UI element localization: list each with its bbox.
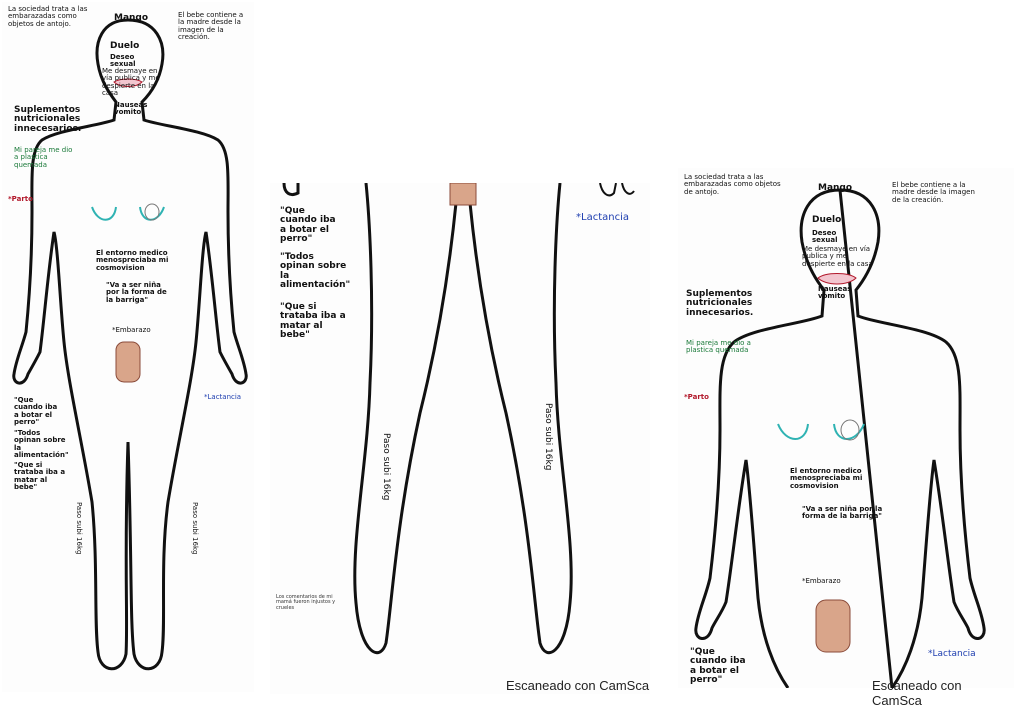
note-nina: "Va a ser niña por la forma de la barrig… (106, 282, 176, 304)
label-embarazo: *Embarazo (802, 578, 841, 585)
label-lactancia: *Lactancia (928, 650, 976, 659)
scanner-watermark: Escaneado con CamSca (872, 678, 1014, 708)
label-suplementos: Suplementos nutricionales innecesarios. (14, 106, 94, 134)
label-duelo: Duelo (110, 42, 139, 51)
quote-todos-opinan: "Todos opinan sobre la alimentación" (280, 253, 350, 291)
label-duelo: Duelo (812, 216, 841, 225)
label-lactancia: *Lactancia (576, 213, 629, 224)
note-paso-left: Paso subi 16kg (381, 433, 390, 500)
label-entorno: El entorno medico menospreciaba mi cosmo… (96, 250, 176, 272)
note-bottom: Los comentarios de mi mamá fueron injust… (276, 595, 336, 611)
quote-botar-perro: "Que cuando iba a botar el perro" (690, 648, 750, 686)
quote-todos-opinan: "Todos opinan sobre la alimentación" (14, 430, 69, 459)
legs-panel: "Que cuando iba a botar el perro" "Todos… (270, 183, 650, 694)
full-body-panel: La sociedad trata a las embarazadas como… (2, 2, 254, 692)
note-top-right: El bebe contiene a la madre desde la ima… (892, 182, 982, 204)
note-top-left: La sociedad trata a las embarazadas como… (684, 174, 784, 196)
note-nina: "Va a ser niña por la forma de la barrig… (802, 506, 892, 521)
note-paso-left: Paso subi 16kg (75, 502, 82, 554)
note-top-left: La sociedad trata a las embarazadas como… (8, 6, 88, 28)
label-parto: *Parto (8, 196, 33, 203)
scanner-watermark: Escaneado con CamSca (506, 678, 649, 693)
quote-matar-bebe: "Que si trataba iba a matar al bebe" (14, 462, 69, 491)
note-pareja: Mi pareja me dio a plastica quemada (686, 340, 756, 355)
note-desmaye: Me desmaye en vía publica y me despierte… (802, 246, 882, 268)
label-entorno: El entorno medico menospreciaba mi cosmo… (790, 468, 890, 490)
label-parto: *Parto (684, 394, 709, 401)
label-mango: Mango (114, 14, 148, 23)
upper-body-panel: La sociedad trata a las embarazadas como… (678, 168, 1014, 688)
label-embarazo: *Embarazo (112, 327, 151, 334)
label-mango: Mango (818, 184, 852, 193)
note-paso-right: Paso subi 16kg (543, 403, 552, 470)
note-pareja: Mi pareja me dio a plastica quemada (14, 147, 74, 169)
note-paso-right: Paso subi 16kg (191, 502, 198, 554)
label-nauseas: Nauseas vomito (818, 286, 868, 301)
label-lactancia: *Lactancia (204, 394, 241, 401)
quote-botar-perro: "Que cuando iba a botar el perro" (280, 207, 340, 245)
note-desmaye: Me desmaye en vía publica y me despierte… (102, 68, 162, 97)
label-nauseas: Nauseas vomito (114, 102, 154, 117)
quote-botar-perro: "Que cuando iba a botar el perro" (14, 397, 64, 426)
label-suplementos: Suplementos nutricionales innecesarios. (686, 290, 786, 318)
quote-matar-bebe: "Que si trataba iba a matar al bebe" (280, 303, 350, 341)
note-top-right: El bebe contiene a la madre desde la ima… (178, 12, 248, 41)
label-deseo: Deseo sexual (812, 230, 862, 245)
